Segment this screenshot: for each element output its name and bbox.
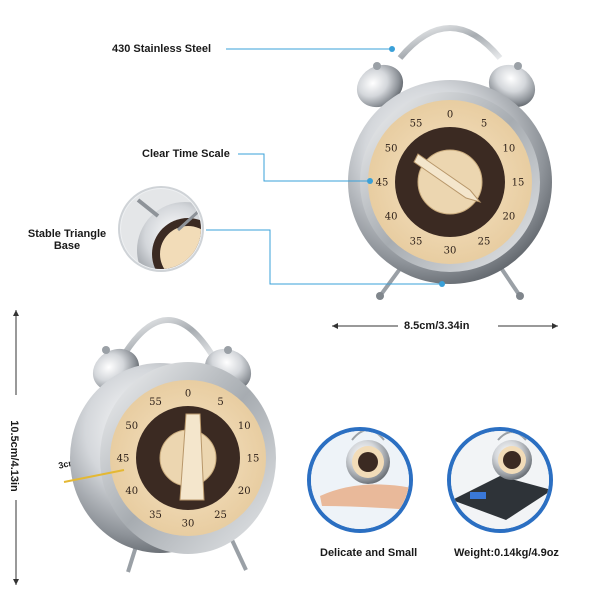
left-bell	[356, 64, 404, 108]
dial-number: 30	[444, 246, 457, 257]
dial-number: 15	[247, 454, 260, 465]
callout-scale-label: Clear Time Scale	[142, 148, 230, 160]
dial-number: 40	[125, 486, 138, 497]
dial-number: 0	[185, 389, 191, 400]
dial-number: 40	[385, 212, 398, 223]
dial-number: 15	[512, 178, 525, 189]
dial-number: 0	[447, 110, 453, 121]
dial-number: 5	[481, 119, 487, 130]
feature-small-circle	[307, 427, 413, 533]
dial-number: 45	[117, 454, 130, 465]
dial-number: 50	[125, 421, 138, 432]
dial-number: 20	[238, 486, 251, 497]
dial-number: 10	[503, 144, 516, 155]
dial-number: 35	[149, 510, 162, 521]
clock-handle	[397, 25, 503, 60]
kitchen-scale	[452, 476, 549, 520]
side-clock: 0 5 10 15 20 25 30 35 40 45 50 55	[63, 317, 276, 573]
callout-base-label: Stable Triangle Base	[27, 228, 107, 252]
hand-illustration	[320, 484, 409, 510]
feature-weight-circle	[447, 427, 553, 533]
side-dial-numbers: 0 5 10 15 20 25 30 35 40 45 50 55	[117, 389, 260, 530]
height-arrow	[13, 310, 19, 585]
dial-number: 55	[149, 397, 162, 408]
dial-number: 20	[503, 212, 516, 223]
top-clock: 0 5 10 15 20 25 30 35 40 45 50 55	[348, 25, 552, 300]
dial-number: 25	[214, 510, 227, 521]
callout-material-label: 430 Stainless Steel	[112, 43, 212, 55]
dial-number: 30	[182, 519, 195, 530]
dial-number: 50	[385, 144, 398, 155]
dial-knob	[413, 153, 482, 203]
dial-number: 45	[376, 178, 389, 189]
base-detail-circle	[118, 186, 204, 272]
dial-numbers: 0 5 10 15 20 25 30 35 40 45 50 55	[376, 110, 525, 257]
width-dimension-label: 8.5cm/3.34in	[404, 320, 470, 332]
dial-number: 35	[410, 236, 423, 247]
dial-number: 10	[238, 421, 251, 432]
leader-lines	[206, 46, 445, 287]
dial-number: 55	[410, 119, 423, 130]
feature-small-label: Delicate and Small	[320, 547, 418, 559]
dial-number: 25	[478, 236, 491, 247]
feature-weight-label: Weight:0.14kg/4.9oz	[454, 547, 559, 559]
dial-number: 5	[217, 397, 223, 408]
width-arrow	[332, 323, 558, 329]
